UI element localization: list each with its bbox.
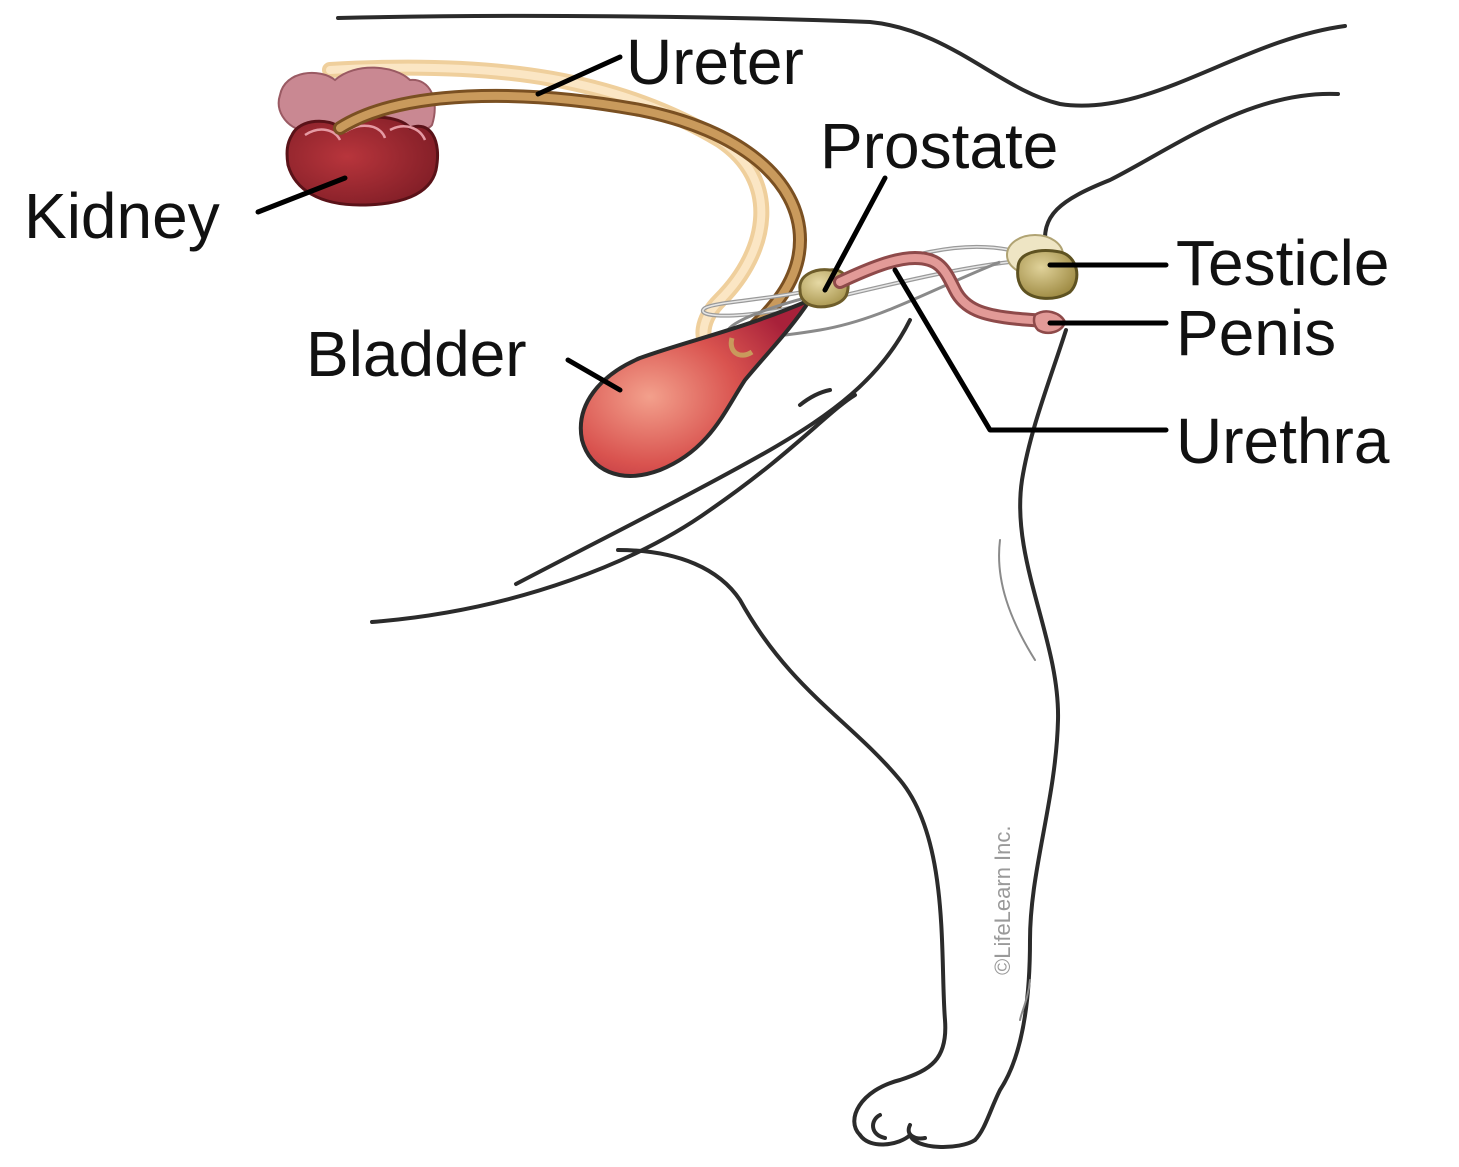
testicle (1006, 234, 1079, 300)
bladder-leader (565, 357, 623, 393)
dog-back-line (336, 13, 1347, 108)
ureter-entry (728, 337, 754, 358)
dog-toe-2 (906, 1123, 927, 1141)
ureter-leader (535, 54, 623, 97)
dog-tail-line (1043, 91, 1340, 252)
urethra-inner (836, 253, 1054, 326)
bladder-label: Bladder (306, 318, 527, 390)
kidney-leader (255, 175, 348, 215)
kidney-label: Kidney (24, 180, 220, 252)
dog-leg-detail-2 (1019, 979, 1031, 1021)
dog-crease (798, 388, 832, 407)
copyright-watermark: ©LifeLearn Inc. (990, 825, 1015, 975)
ureter-front-inner (336, 91, 805, 349)
dog-leg-detail (998, 539, 1036, 661)
bladder-shape (578, 298, 812, 478)
dog-leg-front (616, 548, 948, 1137)
bladder (578, 298, 812, 478)
testicle-shape (1016, 249, 1079, 300)
urethra-leader (892, 267, 1169, 433)
prostate-leader (822, 175, 888, 293)
leader-lines (255, 54, 1169, 433)
dog-toe (871, 1113, 887, 1140)
dog-body-outline (336, 13, 1347, 1149)
prostate-label: Prostate (820, 110, 1058, 182)
testicle-label: Testicle (1176, 227, 1389, 299)
urethra-label: Urethra (1176, 405, 1390, 477)
penis-label: Penis (1176, 297, 1336, 369)
dog-thigh-line (514, 318, 912, 586)
ureter-label: Ureter (626, 26, 804, 98)
dog-belly-line (370, 393, 857, 624)
dog-leg-back (973, 328, 1068, 1142)
